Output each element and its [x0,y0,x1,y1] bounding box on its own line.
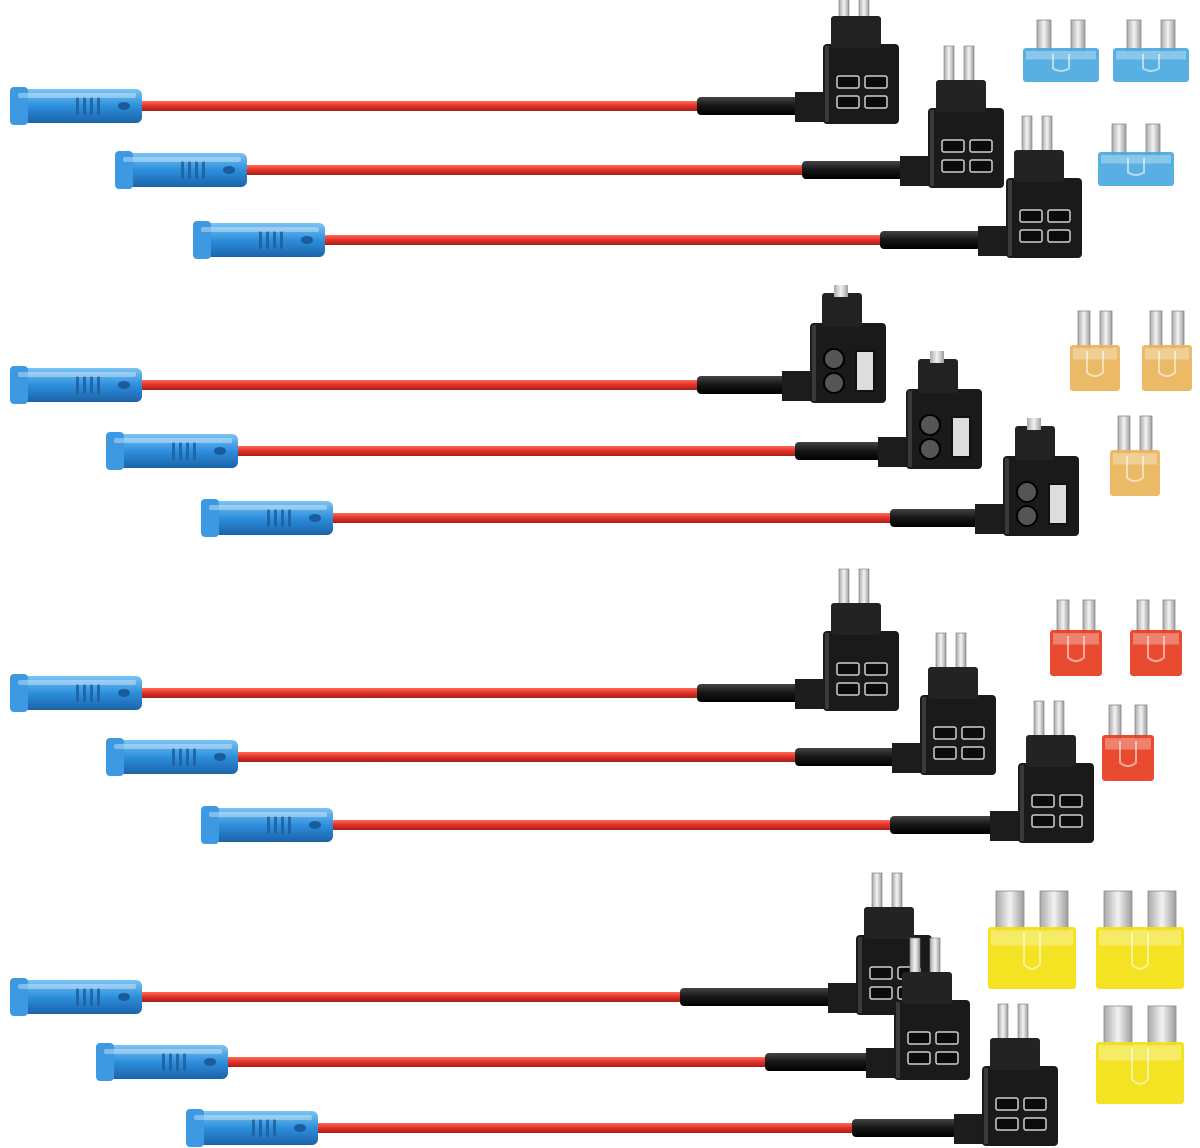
red-wire [137,380,701,390]
heat-shrink-sleeve [697,376,796,394]
red-wire [137,992,684,1002]
heat-shrink-sleeve [697,684,809,702]
heat-shrink-sleeve [680,988,842,1006]
red-wire [328,820,894,830]
red-wire [242,165,806,175]
butt-connector-icon [10,674,142,712]
butt-connector-icon [10,978,142,1016]
blade-fuse-icon [1098,123,1174,186]
heat-shrink-sleeve [890,509,989,527]
fuse-tap-icon [954,1003,1058,1146]
butt-connector-icon [201,499,333,537]
fuse-tap-lead [201,700,1094,844]
heat-shrink-sleeve [765,1053,880,1071]
fuse-tap-group-micro [10,285,1079,537]
butt-connector-icon [106,738,238,776]
red-wire [320,235,884,245]
butt-connector-icon [115,151,247,189]
spare-fuses-mini [1050,599,1182,781]
spare-fuses-standard [988,890,1184,1104]
red-wire [137,688,701,698]
fuse-tap-lead [96,937,970,1081]
fuse-tap-lead [115,45,1004,189]
fuse-tap-icon [975,418,1079,536]
blade-fuse-icon [988,890,1076,989]
red-wire [233,446,799,456]
fuse-tap-icon [990,700,1094,843]
heat-shrink-sleeve [880,231,992,249]
blade-fuse-icon [1023,19,1099,82]
butt-connector-icon [201,806,333,844]
fuse-tap-lead [10,0,899,125]
butt-connector-icon [96,1043,228,1081]
red-wire [233,752,799,762]
spare-fuses-micro [1070,310,1192,496]
fuse-tap-lead [193,115,1082,259]
blade-fuse-icon [1110,415,1160,496]
fuse-tap-icon [782,285,886,403]
red-wire [137,101,701,111]
red-wire [313,1123,856,1133]
fuse-tap-icon [795,0,899,124]
fuse-tap-lead [186,1003,1058,1147]
heat-shrink-sleeve [697,97,809,115]
fuse-tap-lead [106,632,996,776]
fuse-tap-lead [10,568,899,712]
fuse-tap-icon [878,351,982,469]
blade-fuse-icon [1096,890,1184,989]
fuse-tap-icon [866,937,970,1080]
butt-connector-icon [193,221,325,259]
fuse-tap-icon [795,568,899,711]
fuse-tap-lead [10,285,886,404]
fuse-tap-lead [10,872,932,1016]
butt-connector-icon [106,432,238,470]
red-wire [328,513,894,523]
blade-fuse-icon [1102,704,1154,781]
blade-fuse-icon [1096,1005,1184,1104]
blade-fuse-icon [1070,310,1120,391]
heat-shrink-sleeve [795,748,906,766]
fuse-tap-group-standard [10,872,1058,1147]
fuse-tap-icon [978,115,1082,258]
heat-shrink-sleeve [795,442,892,460]
spare-fuses-micro2 [1023,19,1189,186]
fuse-tap-lead [106,351,982,470]
spare-fuses [988,19,1192,1104]
fuse-tap-assemblies [10,0,1094,1147]
fuse-tap-group-mini [10,568,1094,844]
heat-shrink-sleeve [802,161,914,179]
fuse-tap-group-micro2 [10,0,1082,259]
butt-connector-icon [186,1109,318,1147]
blade-fuse-icon [1113,19,1189,82]
blade-fuse-icon [1142,310,1192,391]
heat-shrink-sleeve [890,816,1004,834]
butt-connector-icon [10,366,142,404]
blade-fuse-icon [1130,599,1182,676]
fuse-tap-icon [900,45,1004,188]
butt-connector-icon [10,87,142,125]
red-wire [223,1057,769,1067]
heat-shrink-sleeve [852,1119,968,1137]
fuse-tap-icon [892,632,996,775]
fuse-tap-lead [201,418,1079,537]
blade-fuse-icon [1050,599,1102,676]
